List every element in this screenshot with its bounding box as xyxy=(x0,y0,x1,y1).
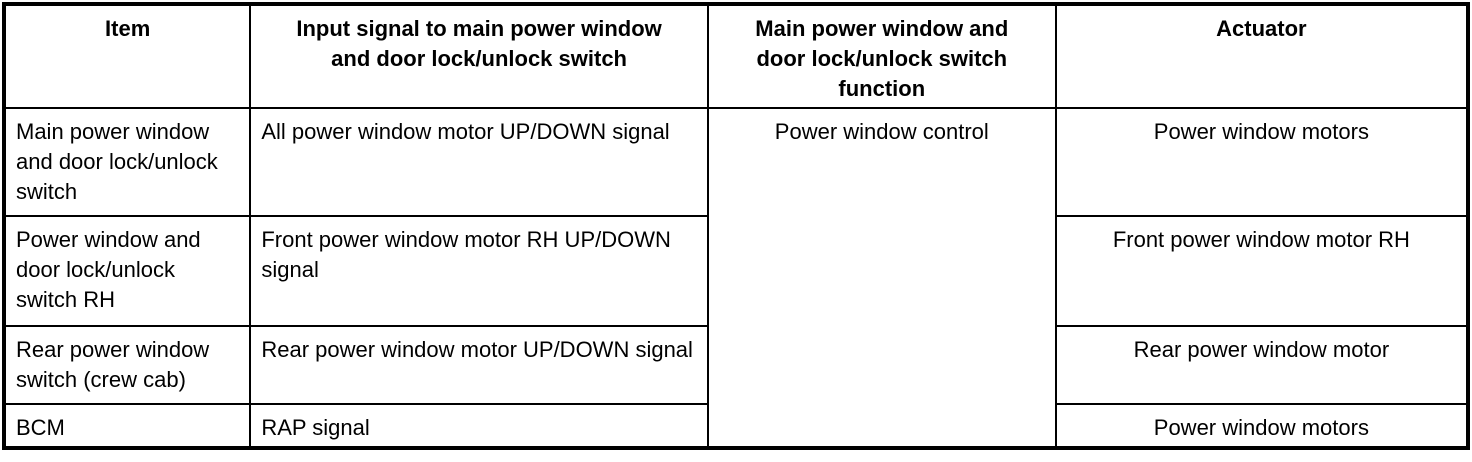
cell-actuator: Power window motors xyxy=(1054,403,1470,449)
cell-actuator: Rear power window motor xyxy=(1054,325,1470,405)
header-cell-switch-function: Main power window and door lock/unlock s… xyxy=(706,3,1057,109)
power-window-signal-table: Item Input signal to main power window a… xyxy=(2,2,1470,450)
header-row: Item Input signal to main power window a… xyxy=(2,3,1470,109)
table-row: Rear power window switch (crew cab) Rear… xyxy=(2,325,1470,405)
table-row: BCM RAP signal Power window motors xyxy=(2,403,1470,449)
table-row: Power window and door lock/unlock switch… xyxy=(2,215,1470,327)
table-row: Main power window and door lock/unlock s… xyxy=(2,107,1470,449)
header-cell-input-signal: Input signal to main power window and do… xyxy=(249,3,709,109)
cell-input-signal: Rear power window motor UP/DOWN signal xyxy=(249,325,709,405)
cell-switch-function-merged: Power window control xyxy=(706,107,1057,449)
cell-input-signal: RAP signal xyxy=(249,403,709,449)
cell-input-signal: Front power window motor RH UP/DOWN sign… xyxy=(249,215,709,327)
cell-item: Main power window and door lock/unlock s… xyxy=(2,107,252,217)
cell-input-signal: All power window motor UP/DOWN signal xyxy=(249,107,709,217)
cell-actuator: Front power window motor RH xyxy=(1054,215,1470,327)
header-cell-item: Item xyxy=(2,3,252,109)
cell-item: BCM xyxy=(2,403,252,449)
cell-item: Rear power window switch (crew cab) xyxy=(2,325,252,405)
cell-item: Power window and door lock/unlock switch… xyxy=(2,215,252,327)
header-cell-actuator: Actuator xyxy=(1054,3,1470,109)
cell-actuator: Power window motors xyxy=(1054,107,1470,217)
